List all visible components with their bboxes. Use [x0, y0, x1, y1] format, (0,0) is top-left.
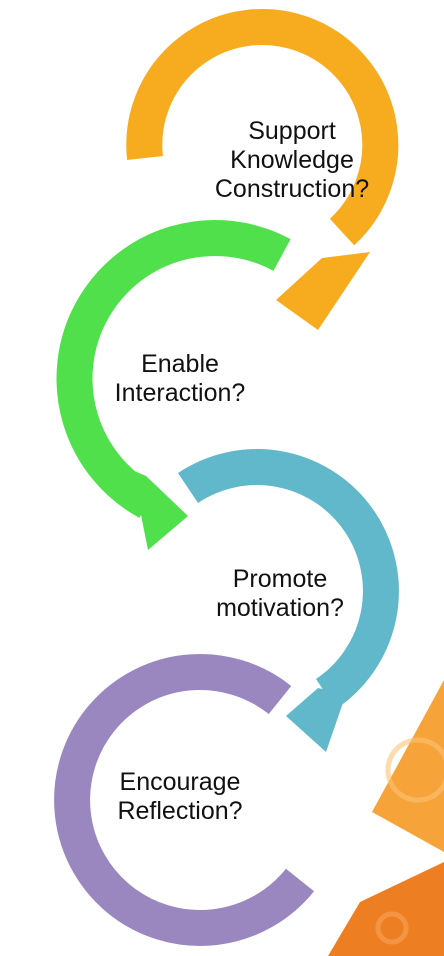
tile-pattern-dot	[375, 911, 409, 945]
step-label-interaction-line1: Enable	[141, 350, 219, 378]
step-label-reflection: Encourage Reflection?	[80, 768, 280, 826]
arc-interaction-body	[56, 220, 291, 518]
decorative-tiles	[328, 680, 444, 956]
arc-motivation-arrowhead	[286, 688, 346, 752]
step-label-support-line1: Support	[248, 117, 336, 145]
step-label-reflection-line2: Reflection?	[117, 797, 243, 825]
tile-pattern-circle	[385, 737, 444, 803]
arc-support-body	[126, 9, 399, 246]
step-label-motivation-line1: Promote	[232, 565, 328, 593]
arc-interaction	[56, 220, 291, 550]
step-label-interaction-line2: Interaction?	[114, 379, 246, 407]
arc-support-arrowhead	[276, 252, 370, 330]
tile-lower	[328, 862, 444, 956]
arc-interaction-arrowhead	[132, 470, 188, 550]
arc-motivation	[178, 449, 399, 752]
step-label-reflection-line1: Encourage	[119, 768, 241, 796]
step-label-support-line3: Construction?	[214, 175, 370, 203]
tile-upper	[372, 680, 444, 852]
step-label-support: Support Knowledge Construction?	[182, 117, 402, 204]
arc-reflection	[54, 654, 315, 946]
step-label-motivation: Promote motivation?	[180, 565, 380, 623]
step-label-support-line2: Knowledge	[230, 146, 354, 174]
step-label-motivation-line2: motivation?	[216, 594, 344, 622]
step-label-interaction: Enable Interaction?	[80, 350, 280, 408]
arc-motivation-body	[178, 449, 399, 709]
arc-reflection-body	[54, 654, 315, 946]
arc-support	[126, 9, 399, 330]
